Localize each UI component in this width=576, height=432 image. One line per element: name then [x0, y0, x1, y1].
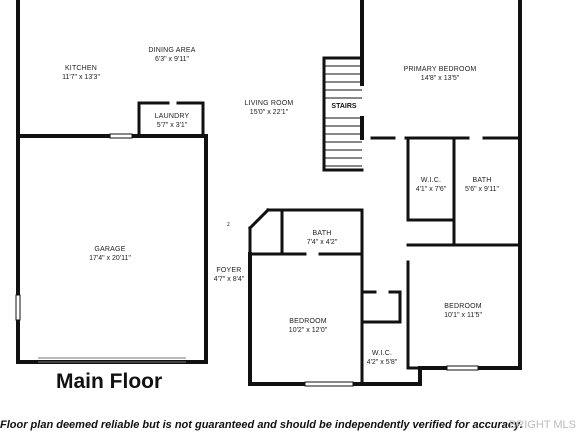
room-bath-2: BATH 7'4" x 4'2": [307, 229, 338, 247]
room-kitchen: KITCHEN 11'7" x 13'3": [62, 64, 100, 82]
room-name: LAUNDRY: [154, 113, 190, 120]
room-name: GARAGE: [94, 246, 126, 253]
room-dims: 7'4" x 4'2": [306, 239, 338, 246]
windows: [15, 133, 479, 387]
room-dims: 15'0" x 22'1": [249, 109, 289, 116]
room-name: W.I.C.: [371, 350, 393, 357]
room-garage: GARAGE 17'4" x 20'11": [89, 245, 131, 263]
disclaimer-text: Floor plan deemed reliable but is not gu…: [0, 419, 523, 431]
floor-title: Main Floor: [56, 370, 163, 393]
room-dims: 5'7" x 3'1": [156, 122, 188, 129]
room-name: FOYER: [216, 267, 242, 274]
stairs-label: STAIRS: [326, 101, 362, 113]
room-dims: 4'1" x 7'6": [415, 186, 447, 193]
room-bath-1: BATH 5'6" x 9'11": [465, 176, 499, 194]
room-name: KITCHEN: [64, 65, 98, 72]
stair-treads: [324, 65, 362, 167]
room-dims: 6'3" x 9'11": [155, 56, 189, 63]
room-dims: 10'2" x 12'0": [288, 327, 328, 334]
room-living: LIVING ROOM 15'0" x 22'1": [245, 99, 294, 117]
room-dims: 4'7" x 8'4": [213, 276, 245, 283]
room-bedroom-1: BEDROOM 10'2" x 12'0": [289, 317, 327, 335]
room-wic-2: W.I.C. 4'2" x 5'8": [367, 349, 398, 367]
room-name: W.I.C.: [420, 177, 442, 184]
room-name: BATH: [472, 177, 492, 184]
room-primary-bedroom: PRIMARY BEDROOM 14'8" x 13'5": [404, 65, 477, 83]
room-name: PRIMARY BEDROOM: [403, 66, 477, 73]
room-laundry: LAUNDRY 5'7" x 3'1": [155, 112, 190, 130]
room-dims: 4'2" x 5'8": [366, 359, 398, 366]
room-foyer: FOYER 4'7" x 8'4": [214, 266, 245, 284]
room-name: BEDROOM: [289, 318, 327, 325]
room-dims: 5'6" x 9'11": [465, 186, 499, 193]
room-dining: DINING AREA 6'3" x 9'11": [148, 46, 195, 64]
room-name: LIVING ROOM: [244, 100, 294, 107]
room-dims: 11'7" x 13'3": [62, 74, 100, 81]
room-wic-1: W.I.C. 4'1" x 7'6": [416, 176, 447, 194]
room-name: BEDROOM: [444, 303, 482, 310]
room-dims: 17'4" x 20'11": [89, 255, 131, 262]
room-name: DINING AREA: [148, 47, 196, 54]
room-bedroom-2: BEDROOM 10'1" x 11'5": [444, 302, 482, 320]
interior-walls: [137, 56, 522, 386]
room-dims: 10'1" x 11'5": [444, 312, 482, 319]
room-name: BATH: [312, 230, 332, 237]
openings: [38, 357, 186, 363]
watermark: BRIGHT MLS: [508, 419, 576, 431]
plan-mark: z: [227, 222, 230, 228]
room-dims: 14'8" x 13'5": [420, 75, 460, 82]
